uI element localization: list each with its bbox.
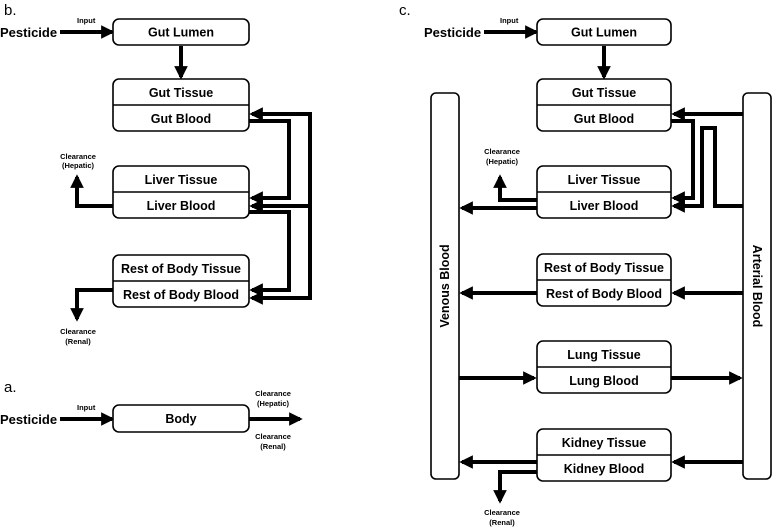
- c-gut-blood-label: Gut Blood: [574, 112, 634, 126]
- c-gut-lumen-label: Gut Lumen: [571, 26, 637, 40]
- a-body-label: Body: [165, 412, 196, 426]
- b-return-gut-line: [249, 107, 312, 206]
- b-clearance-renal-2: (Renal): [65, 337, 91, 346]
- c-rest-tissue-label: Rest of Body Tissue: [544, 261, 664, 275]
- c-hepatic-clearance-arrow: [493, 174, 537, 202]
- c-arterial-blood-label: Arterial Blood: [750, 245, 764, 328]
- panel-a-label: a.: [4, 379, 17, 396]
- b-clearance-hepatic-1: Clearance: [60, 152, 96, 161]
- c-clearance-hepatic-2: (Hepatic): [486, 157, 519, 166]
- b-rest-blood-label: Rest of Body Blood: [123, 288, 239, 302]
- b-liver-blood-label: Liver Blood: [147, 199, 216, 213]
- b-gut-lumen-label: Gut Lumen: [148, 26, 214, 40]
- c-lung-blood-label: Lung Blood: [569, 374, 638, 388]
- c-gut-to-liver-line: [671, 119, 695, 205]
- b-hepatic-clearance-arrow: [70, 174, 113, 208]
- c-venous-blood-bar: [430, 92, 460, 480]
- b-rest-tissue-label: Rest of Body Tissue: [121, 262, 241, 276]
- c-arterial-to-liver-line: [671, 126, 743, 213]
- c-lung-tissue-label: Lung Tissue: [567, 348, 640, 362]
- c-clearance-hepatic-1: Clearance: [484, 147, 520, 156]
- panel-b: Pesticide Input Gut Lumen Gut Tissue Gut…: [0, 16, 312, 346]
- a-clearance-hepatic-1: Clearance: [255, 389, 291, 398]
- a-clearance-renal-1: Clearance: [255, 432, 291, 441]
- b-return-rest-line: [249, 206, 312, 305]
- b-liver-tissue-label: Liver Tissue: [145, 173, 218, 187]
- c-gut-lumen-box: [536, 18, 672, 46]
- b-renal-clearance-arrow: [70, 288, 113, 322]
- c-venous-blood-label: Venous Blood: [438, 244, 452, 327]
- c-liver-tissue-label: Liver Tissue: [568, 173, 641, 187]
- c-kidney-blood-label: Kidney Blood: [564, 462, 645, 476]
- c-liver-blood-label: Liver Blood: [570, 199, 639, 213]
- panel-b-label: b.: [4, 2, 17, 19]
- panel-c-label: c.: [399, 2, 411, 19]
- b-liver-to-rest-line: [249, 210, 291, 297]
- c-rest-blood-label: Rest of Body Blood: [546, 287, 662, 301]
- c-kidney-tissue-label: Kidney Tissue: [562, 436, 647, 450]
- a-input-label: Input: [77, 403, 96, 412]
- c-clearance-renal-2: (Renal): [489, 518, 515, 527]
- c-clearance-renal-1: Clearance: [484, 508, 520, 517]
- b-gut-blood-to-liver-line: [249, 119, 291, 205]
- a-clearance-hepatic-2: (Hepatic): [257, 399, 290, 408]
- b-clearance-hepatic-2: (Hepatic): [62, 161, 95, 170]
- b-gut-lumen-box: [112, 18, 250, 46]
- b-gut-tissue-label: Gut Tissue: [149, 86, 213, 100]
- panel-a: Pesticide Input Body Clearance (Hepatic)…: [0, 389, 303, 451]
- a-clearance-renal-2: (Renal): [260, 442, 286, 451]
- c-pesticide-label: Pesticide: [424, 25, 481, 40]
- b-gut-blood-label: Gut Blood: [151, 112, 211, 126]
- a-pesticide-label: Pesticide: [0, 412, 57, 427]
- c-gut-tissue-label: Gut Tissue: [572, 86, 636, 100]
- c-renal-clearance-arrow: [493, 470, 537, 504]
- c-arterial-blood-bar: [742, 92, 772, 480]
- panel-c: Pesticide Input Gut Lumen Venous Blood A…: [424, 16, 772, 527]
- b-input-label: Input: [77, 16, 96, 25]
- b-clearance-renal-1: Clearance: [60, 327, 96, 336]
- c-input-label: Input: [500, 16, 519, 25]
- b-pesticide-label: Pesticide: [0, 25, 57, 40]
